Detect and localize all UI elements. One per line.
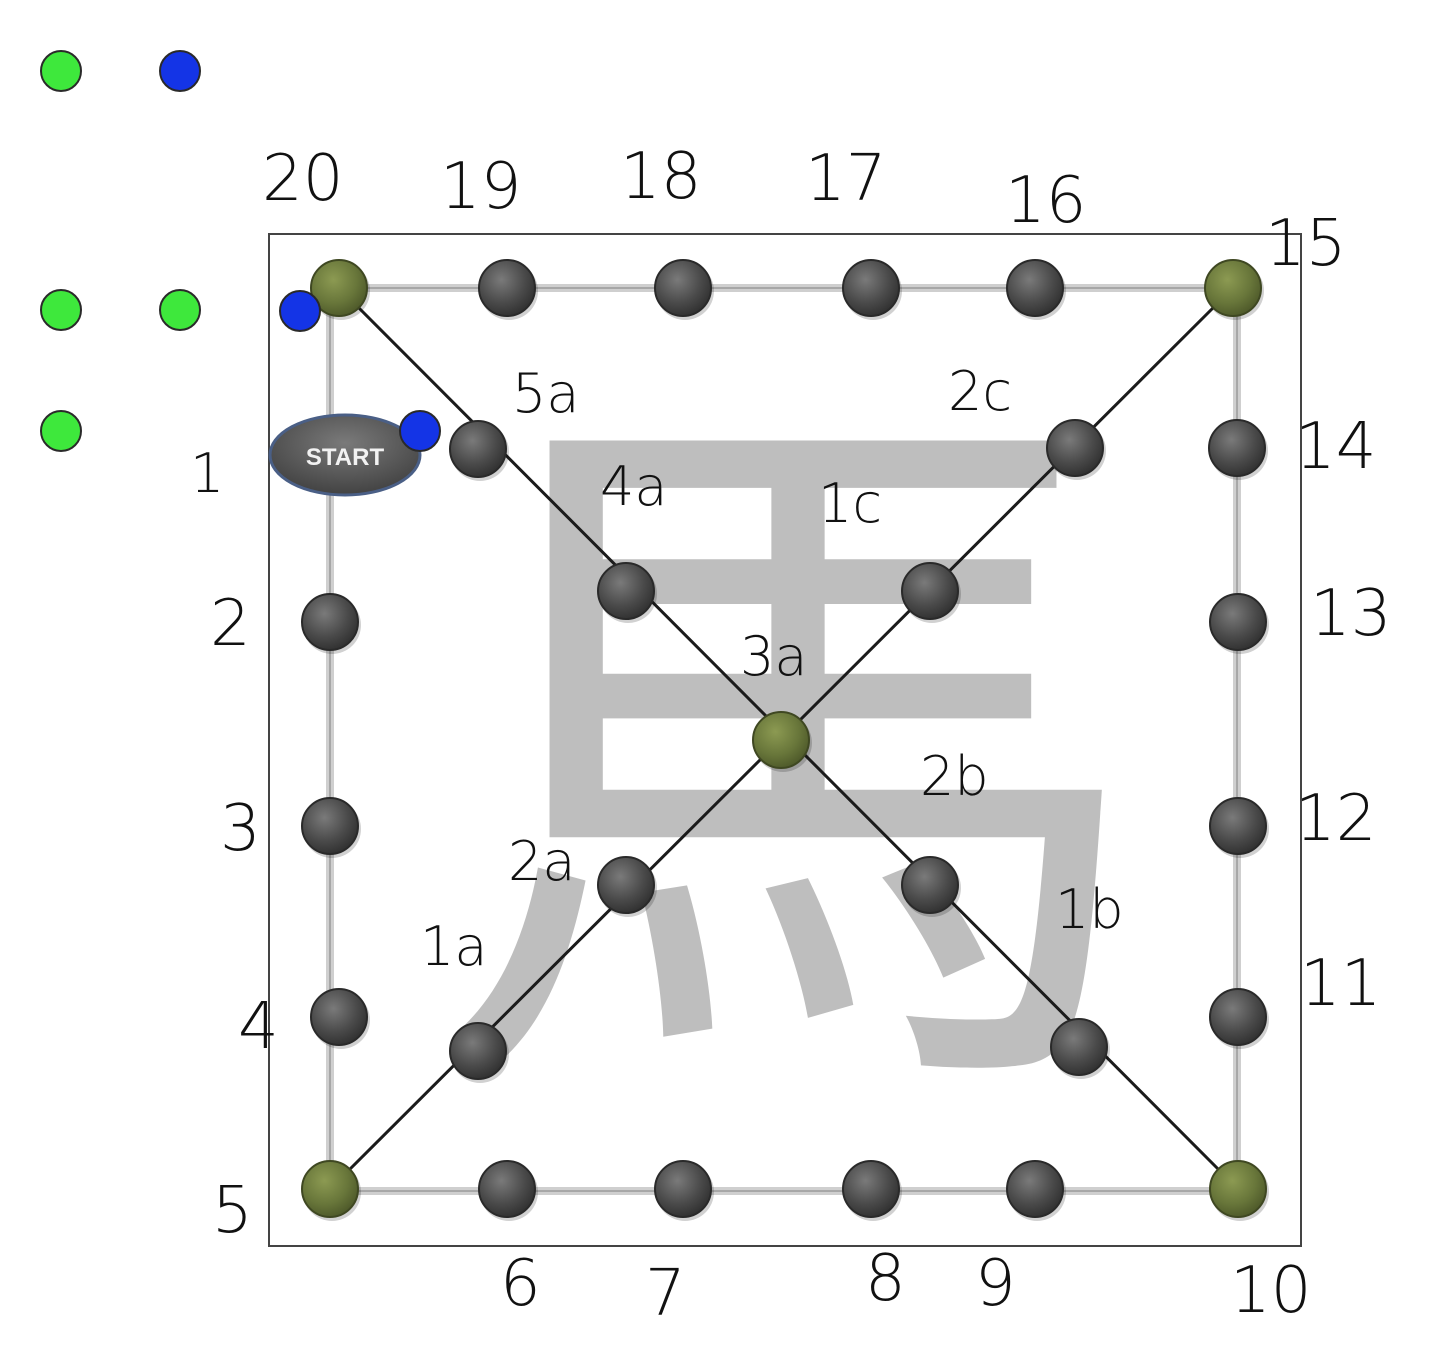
node-1c[interactable]	[901, 562, 961, 623]
label-node-7: 7	[645, 1257, 686, 1331]
node-17[interactable]	[842, 259, 902, 320]
node-8[interactable]	[842, 1160, 902, 1221]
label-node-16: 16	[1005, 164, 1086, 238]
label-1a: 1a	[420, 915, 487, 978]
label-node-8: 8	[865, 1242, 906, 1316]
node-3[interactable]	[301, 797, 361, 858]
node-1a[interactable]	[449, 1022, 509, 1083]
node-2a[interactable]	[597, 856, 657, 917]
green-piece-2[interactable]	[40, 289, 82, 331]
label-node-6: 6	[500, 1247, 541, 1321]
node-center[interactable]	[752, 711, 812, 772]
label-5a: 5a	[512, 362, 579, 425]
node-corner-top-left[interactable]	[310, 259, 370, 320]
node-4a[interactable]	[597, 562, 657, 623]
board-track-line	[329, 287, 1238, 1192]
node-corner-top-right[interactable]	[1204, 259, 1264, 320]
label-node-17: 17	[805, 142, 886, 216]
node-11[interactable]	[1209, 988, 1269, 1049]
node-19[interactable]	[478, 259, 538, 320]
label-1b: 1b	[1055, 878, 1124, 941]
green-piece-3[interactable]	[159, 289, 201, 331]
label-node-13: 13	[1310, 577, 1391, 651]
label-node-4: 4	[238, 990, 279, 1064]
blue-piece-3[interactable]	[399, 410, 441, 452]
label-node-14: 14	[1295, 410, 1376, 484]
label-4a: 4a	[600, 455, 667, 518]
label-node-15: 15	[1265, 207, 1346, 281]
node-14[interactable]	[1208, 419, 1268, 480]
label-node-18: 18	[620, 140, 701, 214]
label-node-3: 3	[220, 792, 261, 866]
label-1c: 1c	[818, 472, 882, 535]
label-node-19: 19	[440, 150, 521, 224]
node-6[interactable]	[478, 1160, 538, 1221]
label-3a: 3a	[740, 625, 807, 688]
board-outer-frame	[268, 233, 1302, 1247]
label-2a: 2a	[508, 830, 575, 893]
label-2c: 2c	[948, 360, 1012, 423]
label-node-12: 12	[1295, 782, 1376, 856]
blue-piece-1[interactable]	[159, 50, 201, 92]
label-node-9: 9	[975, 1247, 1016, 1321]
label-node-20: 20	[262, 142, 343, 216]
node-corner-bottom-right[interactable]	[1209, 1160, 1269, 1221]
node-18[interactable]	[654, 259, 714, 320]
label-2b: 2b	[920, 745, 989, 808]
node-2[interactable]	[301, 593, 361, 654]
start-button[interactable]: START	[268, 413, 422, 497]
node-1b[interactable]	[1050, 1018, 1110, 1079]
label-node-10: 10	[1230, 1254, 1311, 1328]
blue-piece-2[interactable]	[279, 290, 321, 332]
label-node-1: 1	[190, 442, 224, 505]
green-piece-1[interactable]	[40, 50, 82, 92]
green-piece-4[interactable]	[40, 410, 82, 452]
label-node-2: 2	[210, 587, 251, 661]
label-node-11: 11	[1300, 947, 1381, 1021]
start-button-label: START	[306, 444, 385, 471]
node-12[interactable]	[1209, 797, 1269, 858]
node-4[interactable]	[310, 988, 370, 1049]
node-16[interactable]	[1006, 259, 1066, 320]
node-2c[interactable]	[1046, 419, 1106, 480]
node-corner-bottom-left[interactable]	[301, 1160, 361, 1221]
node-2b[interactable]	[901, 856, 961, 917]
label-node-5: 5	[212, 1174, 253, 1248]
node-13[interactable]	[1209, 593, 1269, 654]
node-7[interactable]	[654, 1160, 714, 1221]
node-5a[interactable]	[449, 420, 509, 481]
node-9[interactable]	[1006, 1160, 1066, 1221]
